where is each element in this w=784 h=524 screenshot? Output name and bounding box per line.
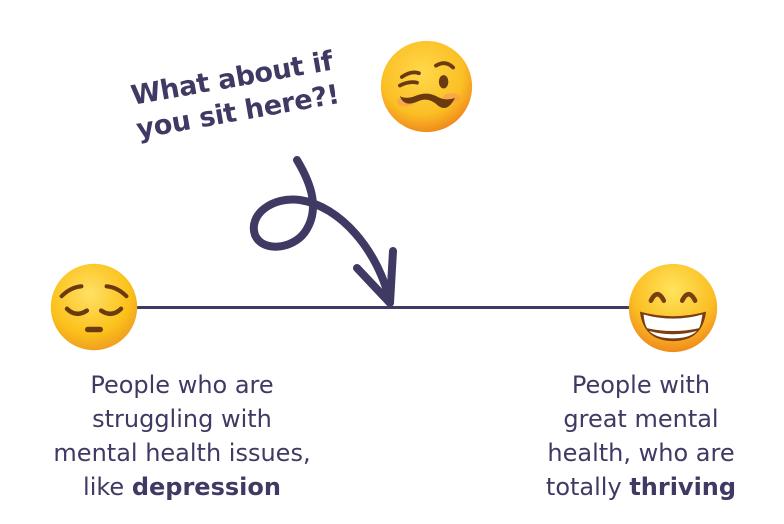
caption-left-line-3: mental health issues,	[53, 439, 311, 467]
caption-right-line-3: health, who are	[547, 439, 735, 467]
caption-right-line-1: People with	[571, 371, 711, 399]
caption-thriving: People with great mental health, who are…	[510, 368, 772, 504]
caption-right-emphasis: thriving	[629, 473, 737, 501]
woozy-face-icon	[379, 39, 474, 134]
caption-left-prefix: like	[83, 473, 132, 501]
caption-right-line-4: totally thriving	[510, 470, 772, 504]
caption-left-line-4: like depression	[6, 470, 358, 504]
spectrum-line	[136, 306, 630, 309]
callout-question: What about if you sit here?!	[106, 41, 364, 151]
caption-right-line-2: great mental	[563, 405, 719, 433]
caption-left-emphasis: depression	[131, 473, 281, 501]
pensive-face-icon	[49, 262, 139, 352]
grinning-face-with-smiling-eyes-icon	[627, 262, 719, 354]
caption-left-line-1: People who are	[90, 371, 274, 399]
caption-right-prefix: totally	[545, 473, 630, 501]
caption-left-line-2: struggling with	[92, 405, 272, 433]
caption-struggling: People who are struggling with mental he…	[6, 368, 358, 504]
